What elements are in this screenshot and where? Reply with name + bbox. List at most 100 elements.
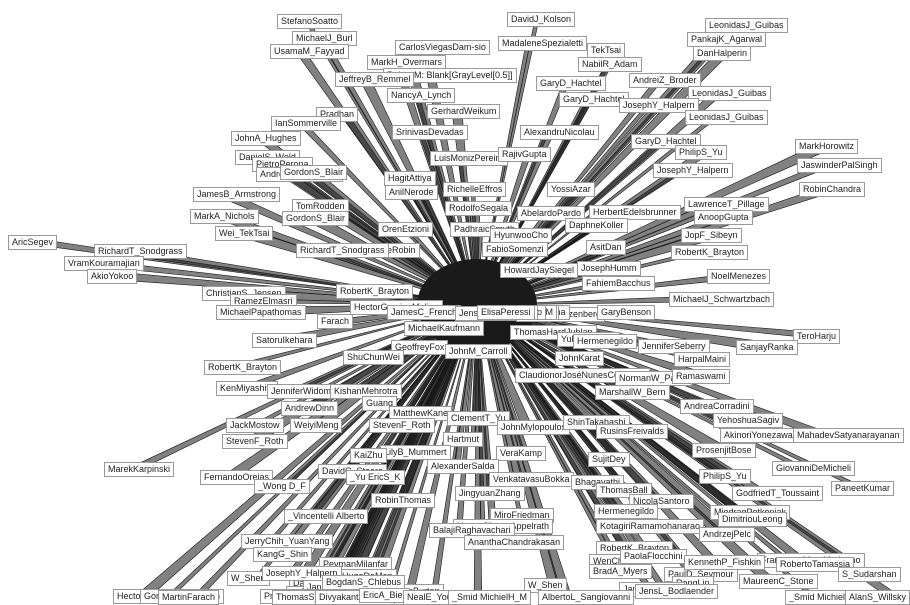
node-label[interactable]: AsitDan [586, 240, 626, 255]
node-label[interactable]: UsamaM_Fayyad [270, 44, 349, 59]
node-label[interactable]: S_Sudarshan [838, 567, 901, 582]
node-label[interactable]: GodfriedT_Toussaint [732, 486, 824, 501]
node-label[interactable]: JosephHumm [577, 261, 641, 276]
node-label[interactable]: StefanoSoatto [277, 14, 343, 29]
node-label[interactable]: EricA_Bier [359, 588, 410, 603]
node-label[interactable]: KangG_Shin [253, 547, 313, 562]
node-label[interactable]: GiovanniDeMicheli [772, 461, 856, 476]
node-label[interactable]: Guang [362, 396, 398, 411]
node-label[interactable]: MichaelJ_Schwartzbach [669, 292, 775, 307]
node-label[interactable]: HowardJaySiegel [500, 263, 579, 278]
node-label[interactable]: BradA_Myers [589, 564, 652, 579]
node-label[interactable]: W_Shen [524, 578, 567, 593]
node-label[interactable]: GordonS_Blair [280, 165, 348, 180]
node-label[interactable]: RobinChandra [799, 182, 866, 197]
node-label[interactable]: PaolaFlocchini [620, 549, 687, 564]
node-label[interactable]: HagitAttiya [384, 171, 436, 186]
node-label[interactable]: TeroHarju [793, 329, 841, 344]
node-label[interactable]: MarkHorowitz [795, 139, 859, 154]
node-label[interactable]: StevenF_Roth [222, 434, 288, 449]
node-label[interactable]: Farach [317, 314, 354, 329]
node-label[interactable]: GerhardWeikum [427, 104, 501, 119]
node-label[interactable]: RodolfoSegala [445, 201, 513, 216]
node-label[interactable]: JingyuanZhang [455, 486, 525, 501]
node-label[interactable]: JenniferSeberry [638, 339, 710, 354]
node-label[interactable]: AnilNerode [385, 185, 438, 200]
node-label[interactable]: HarpalMaini [674, 352, 731, 367]
node-label[interactable]: AndrewDinn [281, 401, 339, 416]
node-label[interactable]: JosephY_Halpern [619, 98, 699, 113]
node-label[interactable]: VenkatavasuBokka [489, 472, 574, 487]
node-label[interactable]: JensL_Bodlaender [635, 584, 719, 599]
node-label[interactable]: FabioSomenzi [482, 242, 548, 257]
node-label[interactable]: JackMostow [226, 418, 284, 433]
node-label[interactable]: RobertoTamassia [776, 557, 855, 572]
node-label[interactable]: PaneetKumar [831, 481, 895, 496]
node-label[interactable]: _Yu EricS_K [346, 470, 405, 485]
node-label[interactable]: AnanthaChandrakasan [464, 535, 565, 550]
node-label[interactable]: RobertK_Brayton [336, 284, 414, 299]
node-label[interactable]: RichelleEffros [443, 182, 507, 197]
node-label[interactable]: MaureenC_Stone [739, 574, 818, 589]
node-label[interactable]: NabilR_Adam [578, 57, 642, 72]
node-label[interactable]: GaryD_Hachtel [536, 76, 606, 91]
node-label[interactable]: TomRodden [292, 199, 349, 214]
node-label[interactable]: MichaelPapathomas [216, 305, 306, 320]
node-label[interactable]: LuisMonizPereira [430, 151, 508, 166]
node-label[interactable]: JamesC_French [387, 305, 462, 320]
node-label[interactable]: W_Shen [227, 571, 270, 586]
node-label[interactable]: PankajK_Agarwal [687, 32, 767, 47]
node-label[interactable]: JeffreyB_Remmel [335, 72, 415, 87]
node-label[interactable]: JosephY_Halpern [262, 566, 342, 581]
node-label[interactable]: PhilipS_Yu [675, 145, 727, 160]
node-label[interactable]: Ramaswami [672, 369, 730, 384]
node-label[interactable]: AlexandruNicolau [520, 125, 599, 140]
node-label[interactable]: HyunwooCho [490, 228, 553, 243]
node-label[interactable]: ElisaPeressi [477, 305, 535, 320]
node-label[interactable]: NancyA_Lynch [387, 88, 456, 103]
node-label[interactable]: _Vincentelli Alberto [284, 509, 369, 524]
node-label[interactable]: LeonidasJ_Guibas [705, 18, 788, 33]
node-label[interactable]: YossiAzar [547, 182, 595, 197]
node-label[interactable]: AndreaCorradini [680, 399, 754, 414]
node-label[interactable]: FahiemBacchus [582, 276, 655, 291]
node-label[interactable]: ProsenjitBose [692, 443, 756, 458]
node-label[interactable]: AlexanderSalda [427, 459, 499, 474]
node-label[interactable]: YehoshuaSagiv [713, 413, 784, 428]
node-label[interactable]: GaryD_Hachtel [559, 92, 629, 107]
node-label[interactable]: LeonidasJ_Guibas [685, 110, 768, 125]
node-label[interactable]: DaphneKoller [565, 218, 628, 233]
node-label[interactable]: RobinThomas [371, 493, 436, 508]
node-label[interactable]: AkinoriYonezawa [720, 428, 797, 443]
node-label[interactable]: OrenEtzioni [378, 222, 434, 237]
node-label[interactable]: DavidJ_Kolson [507, 12, 576, 27]
node-label[interactable]: GaryBenson [597, 305, 656, 320]
node-label[interactable]: AbelardoPardo [517, 206, 586, 221]
node-label[interactable]: MarkA_Nichols [190, 209, 259, 224]
node-label[interactable]: SanjayRanka [736, 340, 798, 355]
node-label[interactable]: Hermenegildo [573, 334, 638, 349]
node-label[interactable]: Wei_TekTsai [215, 226, 274, 241]
node-label[interactable]: SrinivasDevadas [392, 125, 468, 140]
node-label[interactable]: MichaelKaufmann [404, 321, 485, 336]
node-label[interactable]: PhilipS_Yu [699, 469, 751, 484]
node-label[interactable]: AkioYokoo [87, 269, 138, 284]
node-label[interactable]: GordonS_Blair [282, 211, 350, 226]
node-label[interactable]: RobertK_Brayton [204, 360, 282, 375]
node-label[interactable]: JosephY_Halpern [653, 163, 733, 178]
node-label[interactable]: DanHalperin [693, 46, 752, 61]
node-label[interactable]: MadaleneSpezialetti [498, 36, 588, 51]
node-label[interactable]: ShuChunWei [343, 350, 404, 365]
node-label[interactable]: RobertK_Brayton [671, 245, 749, 260]
node-label[interactable]: StevenF_Roth [369, 418, 435, 433]
node-label[interactable]: LeonidasJ_Guibas [688, 86, 771, 101]
node-label[interactable]: AnoopGupta [694, 210, 753, 225]
node-label[interactable]: DimitriouLeong [718, 512, 787, 527]
node-label[interactable]: AricSegev [8, 235, 58, 250]
node-label[interactable]: KaiZhu [350, 448, 387, 463]
node-label[interactable]: ClementT_Yu [447, 411, 510, 426]
node-label[interactable]: _Smid MichielH_M [448, 590, 532, 605]
node-label[interactable]: Hermenegildo [594, 504, 659, 519]
node-label[interactable]: HerbertEdelsbrunner [589, 205, 681, 220]
node-label[interactable]: KennethP_Fishkin [684, 555, 766, 570]
